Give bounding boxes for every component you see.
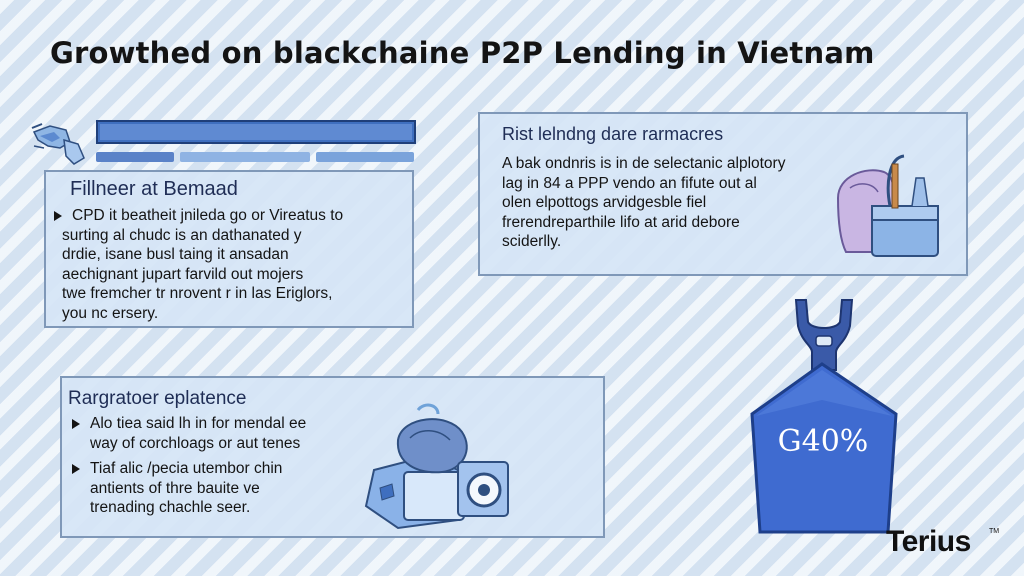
panel-regulatory-bullet-2: Tiaf alic /pecia utembor chin — [70, 459, 306, 479]
panel-fillneer: Fillneer at Bemaad CPD it beatheit jnile… — [44, 170, 414, 328]
panel-regulatory-b2-line-1: Tiaf alic /pecia utembor chin — [90, 460, 283, 477]
panel-regulatory-heading: Rargratoer eplatence — [68, 388, 247, 409]
panel-fillneer-line-5: twe fremcher tr nrovent r in las Eriglor… — [62, 285, 333, 302]
panel-risk-line-3: olen elpottogs arvidgesble fiel — [502, 194, 707, 211]
panel-regulatory-b2-line-3: trenading chachle seer. — [90, 499, 251, 516]
sub-bar-2 — [180, 152, 310, 162]
page-title: Growthed on blackchaine P2P Lending in V… — [50, 36, 875, 70]
panel-regulatory: Rargratoer eplatence Alo tiea said lh in… — [60, 376, 605, 538]
panel-fillneer-bullet: CPD it beatheit jnileda go or Vireatus t… — [52, 206, 343, 226]
panel-fillneer-heading: Fillneer at Bemaad — [70, 178, 238, 200]
sub-bar-3 — [316, 152, 414, 162]
brand-trademark: TM — [989, 528, 1000, 535]
panel-fillneer-line-3: drdie, isane busl taing it ansadan — [62, 246, 289, 263]
panel-risk: Rist lelndng dare rarmacres A bak ondnri… — [478, 112, 968, 276]
top-progress-fill — [100, 124, 412, 140]
vr-headset-icon — [364, 403, 509, 530]
panel-risk-line-1: A bak ondnris is in de selectanic alplot… — [502, 155, 786, 172]
panel-regulatory-bullet-1: Alo tiea said lh in for mendal ee — [70, 414, 306, 434]
sub-bar-1 — [96, 152, 174, 162]
panel-regulatory-b1-line-1: Alo tiea said lh in for mendal ee — [90, 415, 307, 432]
panel-risk-line-4: frerendreparthile lifo at arid debore — [502, 213, 740, 231]
top-progress-bar — [96, 120, 416, 144]
bullet-arrow-icon — [72, 464, 80, 474]
panel-risk-line-5: sciderlly. — [502, 233, 562, 250]
panel-regulatory-b1-line-2: way of corchloags or aut tenes — [90, 434, 301, 452]
panel-fillneer-line-6: you nc ersery. — [62, 304, 159, 322]
panel-regulatory-b2-line-2: antients of thre bauite ve — [90, 479, 260, 497]
panel-fillneer-line-1: CPD it beatheit jnileda go or Vireatus t… — [72, 207, 344, 224]
bullet-arrow-icon — [72, 419, 80, 429]
bullet-arrow-icon — [54, 211, 62, 221]
shield-percentage: G40% — [777, 424, 869, 459]
brand-logo: Terius — [886, 525, 971, 558]
panel-fillneer-line-2: surting al chudc is an dathanated y — [62, 226, 302, 244]
panel-fillneer-line-4: aechignant jupart farvild out mojers — [62, 265, 304, 283]
panel-risk-line-2: lag in 84 a PPP vendo an fifute out al — [502, 174, 757, 192]
wrench-icon — [794, 299, 854, 371]
shopping-bag-icon — [836, 154, 939, 257]
panel-risk-heading: Rist lelndng dare rarmacres — [502, 124, 724, 144]
percent-shield-badge — [750, 362, 898, 534]
hand-pointer-icon — [31, 123, 85, 165]
